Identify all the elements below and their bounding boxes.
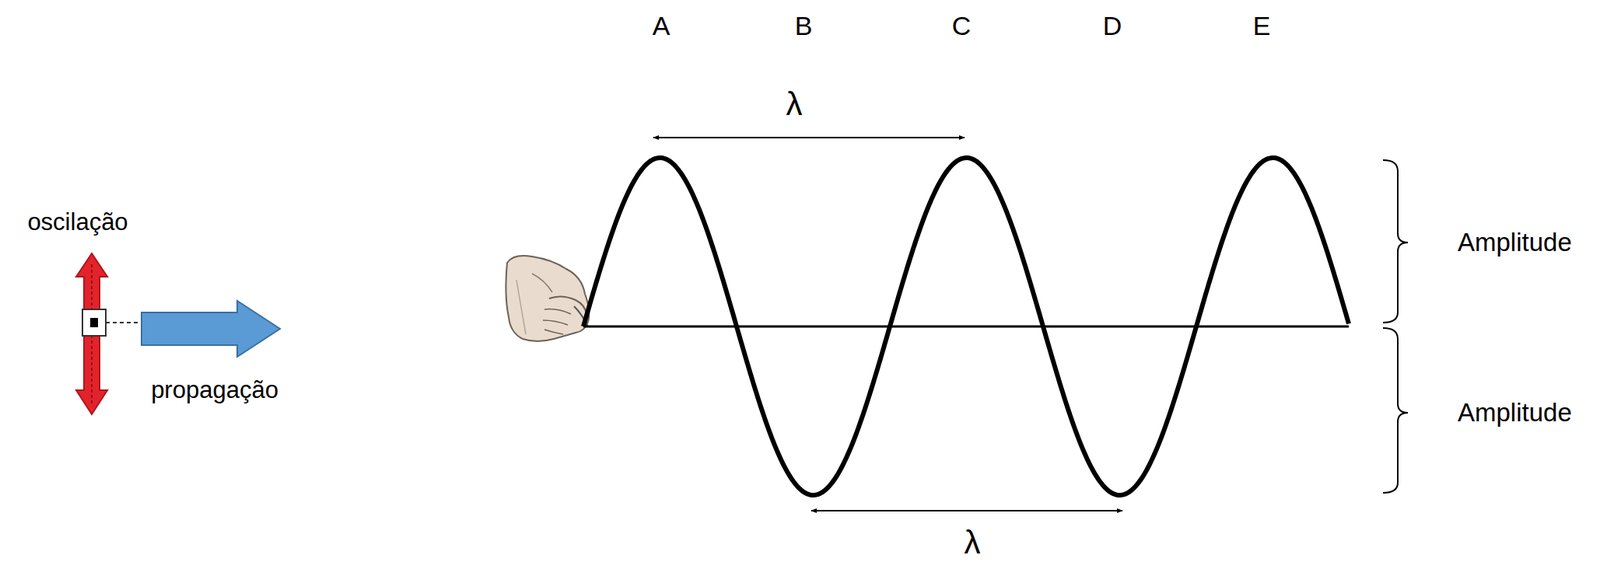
- wavelength-label: λ: [786, 86, 803, 123]
- point-label: E: [1253, 11, 1271, 41]
- wavelength-arrow: [653, 136, 965, 139]
- point-label: D: [1102, 11, 1123, 41]
- hand-illustration: [505, 255, 589, 342]
- point-label: C: [952, 11, 972, 41]
- amplitude-bracket: [1382, 328, 1408, 494]
- propagation-label: propagação: [150, 377, 279, 404]
- point-label: B: [794, 11, 813, 41]
- propagation-arrow: [141, 301, 281, 358]
- amplitude-label: Amplitude: [1457, 399, 1572, 428]
- oscillation-label: oscilação: [27, 209, 128, 236]
- particle-dot: [90, 318, 99, 328]
- propagation-dashes: [105, 322, 142, 324]
- wavelength-arrow: [811, 510, 1123, 512]
- oscillation-arrow: [76, 253, 108, 415]
- wave-curve: [583, 157, 1349, 496]
- amplitude-bracket: [1382, 160, 1408, 323]
- wavelength-label: λ: [964, 525, 981, 561]
- amplitude-label: Amplitude: [1457, 228, 1572, 257]
- equilibrium-line: [583, 325, 1349, 329]
- particle-box: [82, 309, 106, 337]
- point-label: A: [652, 11, 671, 41]
